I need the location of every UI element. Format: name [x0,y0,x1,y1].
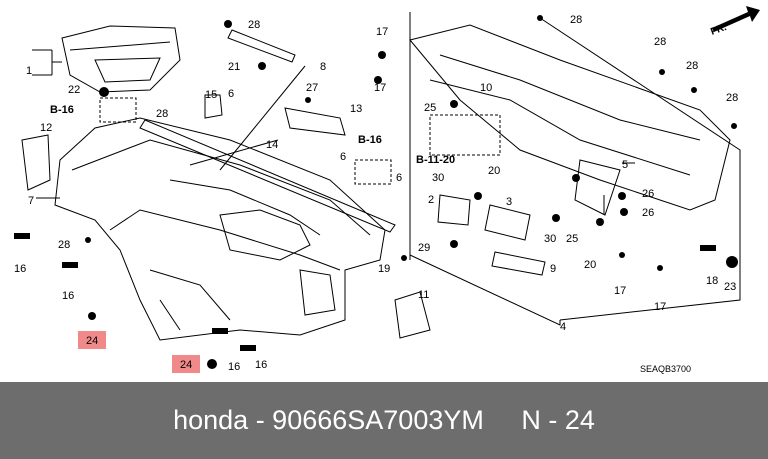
bracket-9 [491,251,546,276]
part-number-caption: honda - 90666SA7003YM N - 24 [173,405,595,435]
callout-28: 28 [156,108,168,120]
callout-23: 23 [724,281,736,293]
callout-20: 20 [488,165,500,177]
bracket-2 [437,194,471,226]
callout-16: 16 [228,361,240,373]
callout-4: 4 [560,321,566,333]
steering-hanger-beam [409,24,731,211]
front-direction-label: FR. [709,22,728,38]
callout-15: 15 [205,89,217,101]
defroster-garnish [139,119,396,233]
callout-28: 28 [58,239,70,251]
callout-16: 16 [62,290,74,302]
highlight-box [78,331,106,349]
bracket-5 [574,159,621,216]
callout-2: 2 [428,194,434,206]
highlighted-callout-24: 24 [86,335,98,347]
callout-6: 6 [396,172,402,184]
highlighted-callout-24: 24 [180,359,192,371]
callout-18: 18 [706,275,718,287]
callout-17: 17 [374,82,386,94]
bracket-3 [484,204,531,241]
reference-label: B-16 [358,134,382,146]
callout-12: 12 [40,122,52,134]
callout-3: 3 [506,196,512,208]
bracket-13 [284,107,346,136]
lower-cover [394,291,431,339]
callout-20: 20 [584,259,596,271]
side-cover [21,134,51,191]
callout-30: 30 [432,172,444,184]
callout-6: 6 [340,151,346,163]
exploded-view-drawing [14,6,760,369]
front-direction-arrow-icon [712,6,760,32]
callout-17: 17 [654,301,666,313]
callout-6: 6 [228,88,234,100]
callout-17: 17 [614,285,626,297]
callout-5: 5 [622,159,628,171]
callout-29: 29 [418,242,430,254]
callout-9: 9 [550,263,556,275]
callout-17: 17 [376,26,388,38]
footer-bar: honda - 90666SA7003YM N - 24 [0,382,768,459]
callout-1: 1 [26,65,32,77]
callout-8: 8 [320,61,326,73]
callout-26: 26 [642,207,654,219]
callout-19: 19 [378,263,390,275]
callout-30: 30 [544,233,556,245]
reference-label: B-16 [50,104,74,116]
callout-14: 14 [266,139,278,151]
callout-28: 28 [248,19,260,31]
callout-26: 26 [642,188,654,200]
diagram-code: SEAQB3700 [640,364,691,374]
callout-13: 13 [350,103,362,115]
callout-16: 16 [14,263,26,275]
callout-22: 22 [68,84,80,96]
callout-28: 28 [686,60,698,72]
callout-10: 10 [480,82,492,94]
callout-11: 11 [418,289,429,301]
highlight-box [172,355,200,373]
callout-28: 28 [726,92,738,104]
bracket-8 [227,29,296,63]
callout-7: 7 [28,195,34,207]
callout-28: 28 [654,36,666,48]
callout-27: 27 [306,82,318,94]
bracket-15 [204,94,223,119]
callout-16: 16 [255,359,267,371]
callout-28: 28 [570,14,582,26]
callout-25: 25 [424,102,436,114]
airbag-module [61,25,181,93]
reference-label: B-11-20 [416,154,455,166]
callout-21: 21 [228,61,240,73]
callout-25: 25 [566,233,578,245]
dashboard-panel [54,117,386,341]
